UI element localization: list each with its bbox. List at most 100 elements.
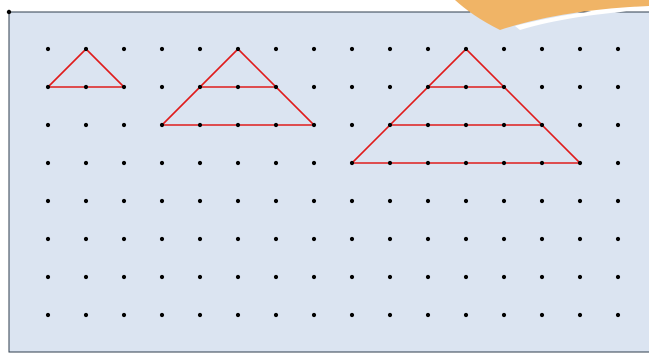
grid-dot xyxy=(540,237,544,241)
grid-dot xyxy=(274,199,278,203)
grid-dot xyxy=(160,85,164,89)
grid-dot xyxy=(46,275,50,279)
grid-dot xyxy=(122,123,126,127)
grid-dot xyxy=(46,199,50,203)
grid-dot xyxy=(426,237,430,241)
grid-dot xyxy=(274,237,278,241)
grid-dot xyxy=(578,199,582,203)
grid-dot xyxy=(312,237,316,241)
grid-dot xyxy=(426,47,430,51)
grid-dot xyxy=(312,123,316,127)
grid-dot xyxy=(274,275,278,279)
grid-dot xyxy=(160,47,164,51)
grid-dot xyxy=(502,199,506,203)
grid-dot xyxy=(84,275,88,279)
grid-dot xyxy=(616,47,620,51)
grid-dot xyxy=(46,237,50,241)
grid-dot xyxy=(502,237,506,241)
grid-dot xyxy=(312,85,316,89)
grid-dot xyxy=(160,199,164,203)
grid-dot xyxy=(160,123,164,127)
board-background xyxy=(9,12,649,352)
grid-dot xyxy=(388,199,392,203)
grid-dot xyxy=(616,275,620,279)
grid-dot xyxy=(388,123,392,127)
grid-dot xyxy=(236,237,240,241)
grid-dot xyxy=(540,85,544,89)
grid-dot xyxy=(312,275,316,279)
grid-dot xyxy=(160,313,164,317)
grid-dot xyxy=(350,123,354,127)
grid-dot xyxy=(84,85,88,89)
grid-dot xyxy=(274,161,278,165)
grid-dot xyxy=(236,199,240,203)
grid-dot xyxy=(350,85,354,89)
grid-dot xyxy=(540,47,544,51)
grid-dot xyxy=(426,275,430,279)
grid-dot xyxy=(350,313,354,317)
grid-dot xyxy=(350,161,354,165)
grid-dot xyxy=(464,313,468,317)
grid-dot xyxy=(236,275,240,279)
grid-dot xyxy=(84,313,88,317)
grid-dot xyxy=(426,123,430,127)
grid-dot xyxy=(46,123,50,127)
grid-dot xyxy=(312,199,316,203)
grid-dot xyxy=(388,313,392,317)
grid-dot xyxy=(274,85,278,89)
grid-dot xyxy=(274,47,278,51)
grid-dot xyxy=(350,275,354,279)
grid-dot xyxy=(426,85,430,89)
grid-dot xyxy=(616,161,620,165)
grid-dot xyxy=(616,85,620,89)
grid-dot xyxy=(84,199,88,203)
grid-dot xyxy=(122,47,126,51)
grid-dot xyxy=(502,47,506,51)
grid-dot xyxy=(388,85,392,89)
grid-dot xyxy=(578,123,582,127)
grid-dot xyxy=(274,313,278,317)
grid-dot xyxy=(122,275,126,279)
grid-dot xyxy=(464,47,468,51)
grid-dot xyxy=(236,123,240,127)
grid-dot xyxy=(84,237,88,241)
grid-dot xyxy=(198,123,202,127)
grid-dot xyxy=(388,161,392,165)
grid-dot xyxy=(122,313,126,317)
grid-dot xyxy=(426,313,430,317)
grid-dot xyxy=(350,199,354,203)
grid-dot xyxy=(464,199,468,203)
grid-dot xyxy=(236,161,240,165)
grid-dot xyxy=(502,85,506,89)
grid-dot xyxy=(312,313,316,317)
grid-dot xyxy=(540,275,544,279)
grid-dot xyxy=(198,313,202,317)
grid-dot xyxy=(84,161,88,165)
grid-dot xyxy=(122,199,126,203)
grid-dot xyxy=(84,47,88,51)
grid-dot xyxy=(160,237,164,241)
grid-dot xyxy=(198,161,202,165)
grid-dot xyxy=(350,237,354,241)
grid-dot xyxy=(502,275,506,279)
grid-dot xyxy=(540,313,544,317)
grid-dot xyxy=(502,161,506,165)
grid-dot xyxy=(198,237,202,241)
grid-dot xyxy=(46,161,50,165)
grid-dot xyxy=(274,123,278,127)
grid-dot xyxy=(160,161,164,165)
grid-dot xyxy=(426,199,430,203)
grid-dot xyxy=(46,47,50,51)
grid-dot xyxy=(578,85,582,89)
grid-dot xyxy=(578,275,582,279)
grid-dot xyxy=(46,313,50,317)
grid-dot xyxy=(122,161,126,165)
grid-dot xyxy=(198,275,202,279)
grid-dot xyxy=(464,123,468,127)
grid-dot xyxy=(236,85,240,89)
grid-dot xyxy=(426,161,430,165)
grid-dot xyxy=(578,313,582,317)
grid-dot xyxy=(160,275,164,279)
grid-dot xyxy=(464,275,468,279)
